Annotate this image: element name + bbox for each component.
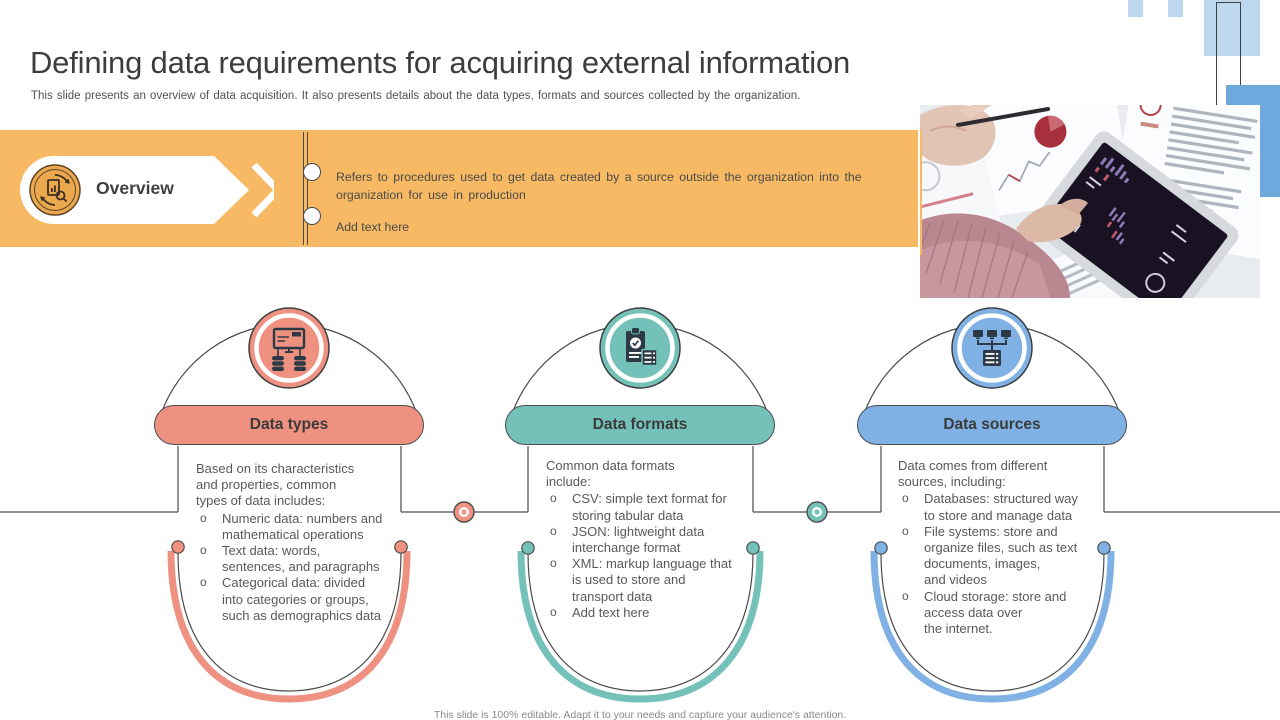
monitor-databases-icon [272, 327, 306, 371]
hand-pen [920, 105, 1050, 166]
overview-point-2[interactable]: Add text here [336, 220, 410, 235]
section-frame-data-sources [863, 307, 1121, 703]
section-frame-data-formats [511, 307, 769, 703]
decor-square-2 [1168, 0, 1183, 17]
decor-rect-large [1204, 0, 1260, 56]
overview-arrow-shape [20, 156, 274, 224]
slide-subtitle: This slide presents an overview of data … [31, 89, 801, 102]
pill-data-sources: Data sources [857, 405, 1127, 445]
network-server-icon [973, 330, 1011, 366]
data-sources-text: Data comes from different sources, inclu… [898, 458, 1110, 637]
pill-data-types: Data types [154, 405, 424, 445]
banner-bullet-marker [303, 163, 321, 181]
data-types-text: Based on its characteristics and propert… [196, 461, 408, 624]
clipboard-server-icon [626, 327, 658, 367]
overview-point-1: Refers to procedures used to get data cr… [336, 170, 862, 203]
timeline-connector-dot [453, 501, 828, 523]
document-search-refresh-icon [40, 174, 70, 206]
overview-banner: Overview Refers to procedures used to ge… [0, 130, 918, 247]
banner-bullet-marker [303, 207, 321, 225]
data-sources-lead: Data comes from different sources, inclu… [898, 458, 1048, 490]
photo-hands-tablet [920, 105, 1260, 298]
page-title: Defining data requirements for acquiring… [30, 44, 851, 80]
banner-divider-line [303, 132, 304, 245]
banner-divider-line [307, 132, 308, 245]
pill-data-formats: Data formats [505, 405, 775, 445]
section-frame-data-types [160, 307, 418, 703]
data-types-lead: Based on its characteristics and propert… [196, 461, 355, 509]
hand-sweater [920, 198, 1088, 298]
slide-footer-note: This slide is 100% editable. Adapt it to… [433, 708, 847, 720]
tablet [1031, 131, 1239, 298]
data-formats-lead: Common data formats include: [546, 458, 675, 490]
decor-square-1 [1128, 0, 1143, 17]
overview-label: Overview [96, 178, 174, 198]
